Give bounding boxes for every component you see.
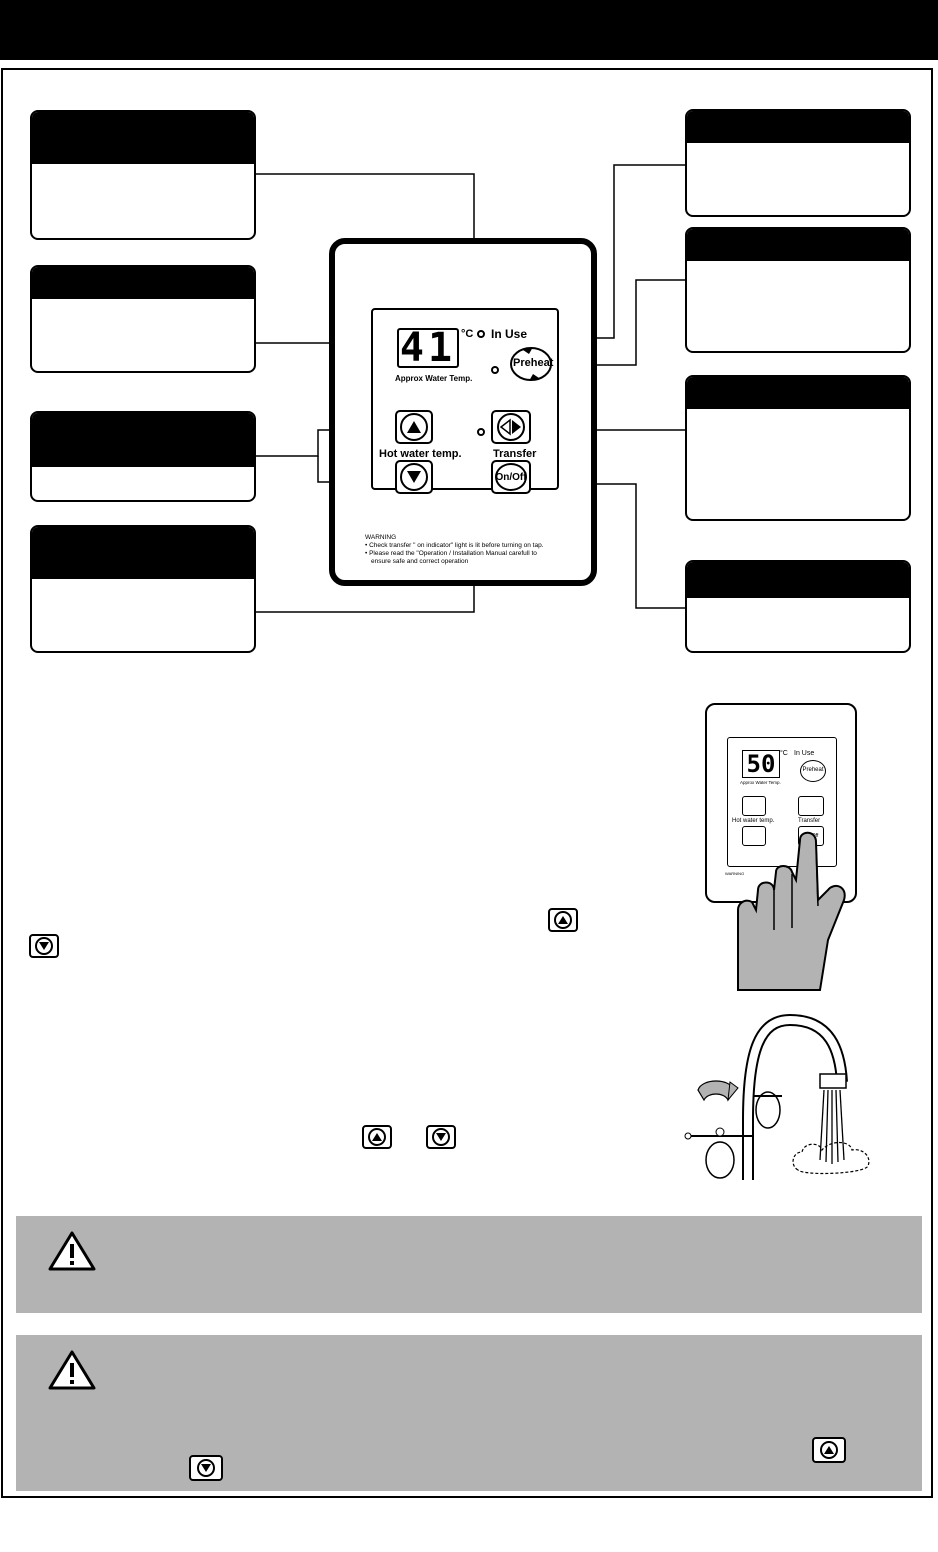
callout-in-use-indicator (30, 110, 256, 240)
small-down-button (742, 826, 766, 846)
transfer-indicator (477, 428, 485, 436)
temp-up-button[interactable] (395, 410, 433, 444)
up-arrow-icon (407, 421, 421, 433)
inline-down-button-icon (189, 1455, 223, 1481)
up-arrow-icon (824, 1446, 834, 1454)
down-arrow-icon (436, 1133, 446, 1141)
preheat-button[interactable]: Preheat (510, 342, 554, 382)
inline-down-button-icon (29, 934, 59, 958)
preheat-label: Preheat (513, 357, 554, 369)
callout-onoff-button (685, 560, 911, 653)
temperature-display: 41 (397, 328, 459, 368)
warning-box-1 (16, 1216, 922, 1313)
faucet-icon (684, 1013, 870, 1180)
callout-transfer-button (685, 375, 911, 521)
inline-down-button-icon (426, 1125, 456, 1149)
small-unit-label: °C (780, 750, 788, 757)
small-preheat-label: Preheat (802, 767, 824, 773)
down-arrow-icon (407, 471, 421, 483)
small-transfer-button (798, 796, 824, 816)
preheat-cycle-icon (510, 347, 552, 381)
warning-triangle-icon (48, 1350, 96, 1390)
panel-warning: WARNING • Check transfer " on indicator"… (365, 534, 544, 565)
preheat-indicator (491, 366, 499, 374)
small-temperature-display: 50 (742, 750, 780, 778)
onoff-label: On/Off (495, 471, 527, 483)
control-face: 41 °C In Use Approx Water Temp. Preheat … (371, 308, 559, 494)
in-use-label: In Use (491, 327, 528, 341)
callout-temperature-display (30, 265, 256, 373)
up-arrow-icon (372, 1133, 382, 1141)
small-in-use-label: In Use (794, 750, 815, 757)
small-hot-water-label: Hot water temp. (732, 818, 775, 824)
warning-triangle-icon (48, 1231, 96, 1271)
onoff-button[interactable]: On/Off (491, 460, 531, 494)
transfer-label: Transfer (493, 448, 537, 460)
page-header-bar (0, 0, 938, 60)
callout-transfer-indicator (30, 525, 256, 653)
inline-up-button-icon (812, 1437, 846, 1463)
small-approx-label: Approx Water Temp. (740, 780, 781, 785)
hot-water-temp-label: Hot water temp. (379, 448, 462, 460)
callout-hot-water-temp-buttons (30, 411, 256, 502)
callout-preheat-indicator (685, 109, 911, 217)
hand-pressing-icon (737, 831, 846, 991)
remote-control-panel: 41 °C In Use Approx Water Temp. Preheat … (329, 238, 597, 586)
down-arrow-icon (201, 1464, 211, 1472)
in-use-indicator (477, 330, 485, 338)
small-preheat-button: Preheat (800, 760, 826, 782)
warning-box-2 (16, 1335, 922, 1491)
down-arrow-icon (39, 942, 49, 950)
inline-up-button-icon (548, 908, 578, 932)
small-warning-title: WARNING (725, 871, 745, 876)
callout-preheat-button (685, 227, 911, 353)
unit-label: °C (461, 328, 474, 340)
small-up-button (742, 796, 766, 816)
transfer-arrows-icon (499, 418, 521, 436)
transfer-button[interactable] (491, 410, 531, 444)
temp-down-button[interactable] (395, 460, 433, 494)
approx-water-temp-label: Approx Water Temp. (395, 374, 473, 383)
small-transfer-label: Transfer (798, 818, 821, 824)
inline-up-button-icon (362, 1125, 392, 1149)
up-arrow-icon (558, 916, 568, 924)
content-frame (1, 68, 933, 1498)
